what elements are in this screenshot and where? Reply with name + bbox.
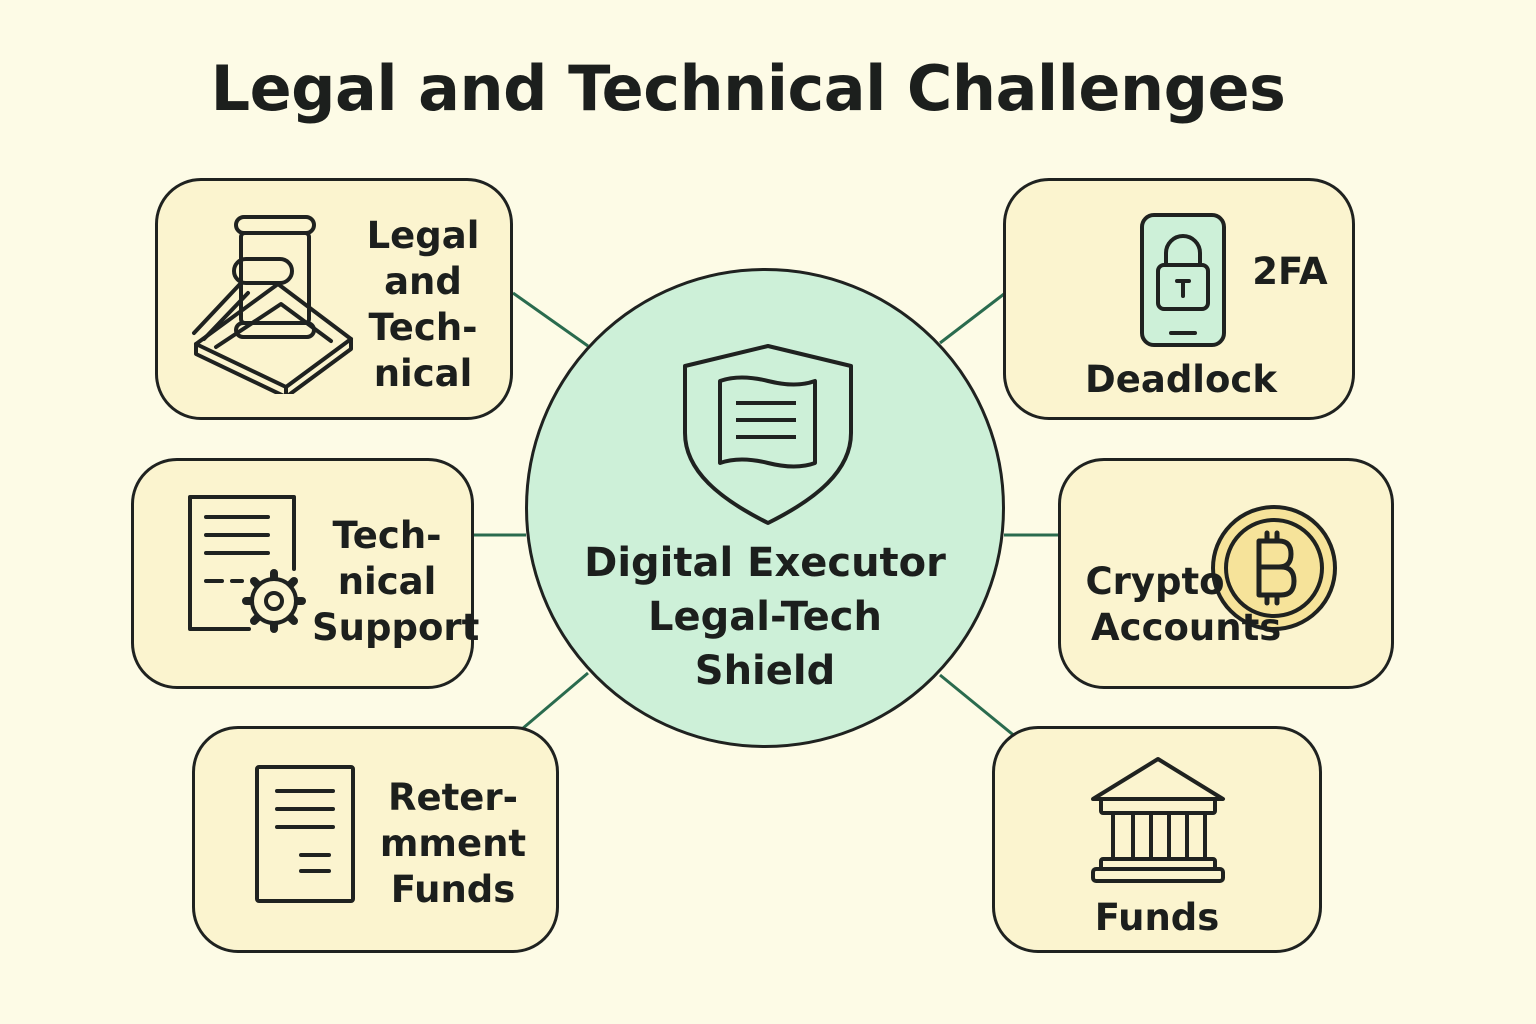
node-label-line: Tech- — [332, 514, 442, 557]
node-label: Deadlock — [1066, 357, 1296, 403]
node-2fa-deadlock: 2FA Deadlock — [1003, 178, 1355, 420]
hub-label: Digital Executor Legal-Tech Shield — [528, 536, 1002, 698]
node-label-line: and — [384, 260, 462, 303]
diagram-title: Legal and Technical Challenges — [210, 52, 1286, 125]
node-label-line: Tech- — [368, 306, 478, 349]
node-label-line: Accounts — [1091, 606, 1282, 649]
node-funds: Funds — [992, 726, 1322, 953]
node-label: Legal and Tech- nical — [348, 213, 498, 397]
document-gear-icon — [188, 495, 306, 633]
node-label: 2FA — [1240, 249, 1340, 295]
node-label: Crypto Accounts — [1071, 559, 1281, 651]
hub-label-line: Shield — [694, 648, 836, 694]
hub-circle: Digital Executor Legal-Tech Shield — [525, 268, 1005, 748]
node-label: Reter- mment Funds — [373, 775, 533, 913]
node-retirement-funds: Reter- mment Funds — [192, 726, 559, 953]
node-legal-and-technical: Legal and Tech- nical — [155, 178, 513, 420]
node-label-line: 2FA — [1252, 250, 1328, 293]
connector-legal-and-technical — [512, 291, 589, 348]
node-label-line: Crypto — [1085, 560, 1225, 603]
node-technical-support: Tech- nical Support — [131, 458, 480, 689]
hub-label-line: Digital Executor — [584, 540, 946, 586]
node-crypto-accounts: Crypto Accounts — [1058, 458, 1394, 689]
node-label: Tech- nical Support — [312, 513, 480, 651]
gavel-book-icon — [192, 215, 353, 394]
connector-funds — [939, 673, 1018, 740]
node-label-line: Legal — [366, 214, 480, 257]
shield-document-icon — [683, 344, 853, 525]
node-label-line: Reter- — [388, 776, 518, 819]
node-label-line: mment — [379, 822, 527, 865]
node-label-line: Funds — [1094, 896, 1220, 939]
node-label-line: Funds — [390, 868, 516, 911]
connector-2fa-deadlock — [939, 292, 1005, 345]
phone-lock-icon — [1140, 213, 1226, 347]
node-label-line: nical — [337, 560, 437, 603]
connector-retirement-funds — [521, 671, 589, 731]
bank-icon — [1091, 757, 1225, 883]
node-label-line: Support — [312, 606, 480, 649]
node-label-line: nical — [373, 352, 473, 395]
hub-label-line: Legal-Tech — [648, 594, 882, 640]
node-label: Funds — [995, 895, 1319, 941]
bitcoin-coin-icon — [1211, 505, 1337, 631]
document-icon — [255, 765, 355, 903]
node-label-line: Deadlock — [1085, 358, 1277, 401]
